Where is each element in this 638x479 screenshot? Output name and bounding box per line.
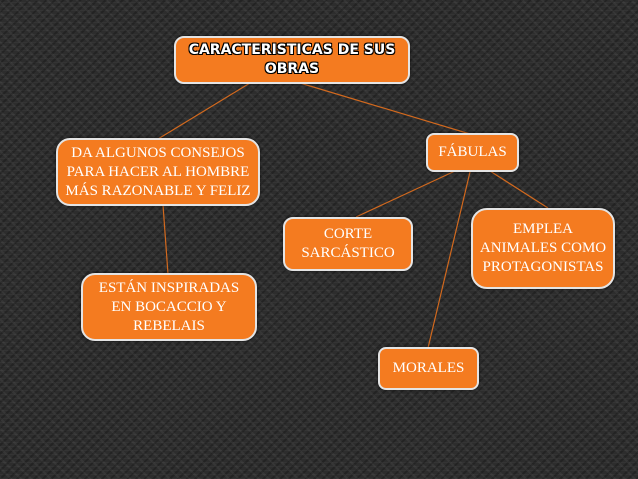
fabulas-node: FÁBULAS (426, 133, 519, 172)
corte-label: CORTE SARCÁSTICO (301, 226, 395, 261)
inspiradas-node: ESTÁN INSPIRADAS EN BOCACCIO Y REBELAIS (81, 273, 257, 341)
consejos-label: DA ALGUNOS CONSEJOS PARA HACER AL HOMBRE… (65, 144, 251, 199)
connector-consejos-inspiradas (162, 204, 169, 275)
fabulas-label: FÁBULAS (438, 144, 507, 160)
connector-fabulas-morales (427, 171, 471, 349)
root-label: CARACTERISTICAS DE SUS OBRAS (188, 42, 396, 77)
morales-node: MORALES (378, 347, 479, 390)
root-node: CARACTERISTICAS DE SUS OBRAS (174, 36, 410, 84)
consejos-node: DA ALGUNOS CONSEJOS PARA HACER AL HOMBRE… (56, 138, 260, 206)
corte-node: CORTE SARCÁSTICO (283, 217, 413, 271)
animales-node: EMPLEA ANIMALES COMO PROTAGONISTAS (471, 208, 615, 289)
inspiradas-label: ESTÁN INSPIRADAS EN BOCACCIO Y REBELAIS (98, 279, 240, 334)
morales-label: MORALES (392, 360, 465, 376)
connector-fabulas-corte (355, 170, 456, 218)
connector-root-fabulas (299, 82, 471, 135)
connector-root-consejos (157, 82, 251, 140)
animales-label: EMPLEA ANIMALES COMO PROTAGONISTAS (479, 221, 607, 275)
connector-fabulas-animales (489, 170, 549, 209)
